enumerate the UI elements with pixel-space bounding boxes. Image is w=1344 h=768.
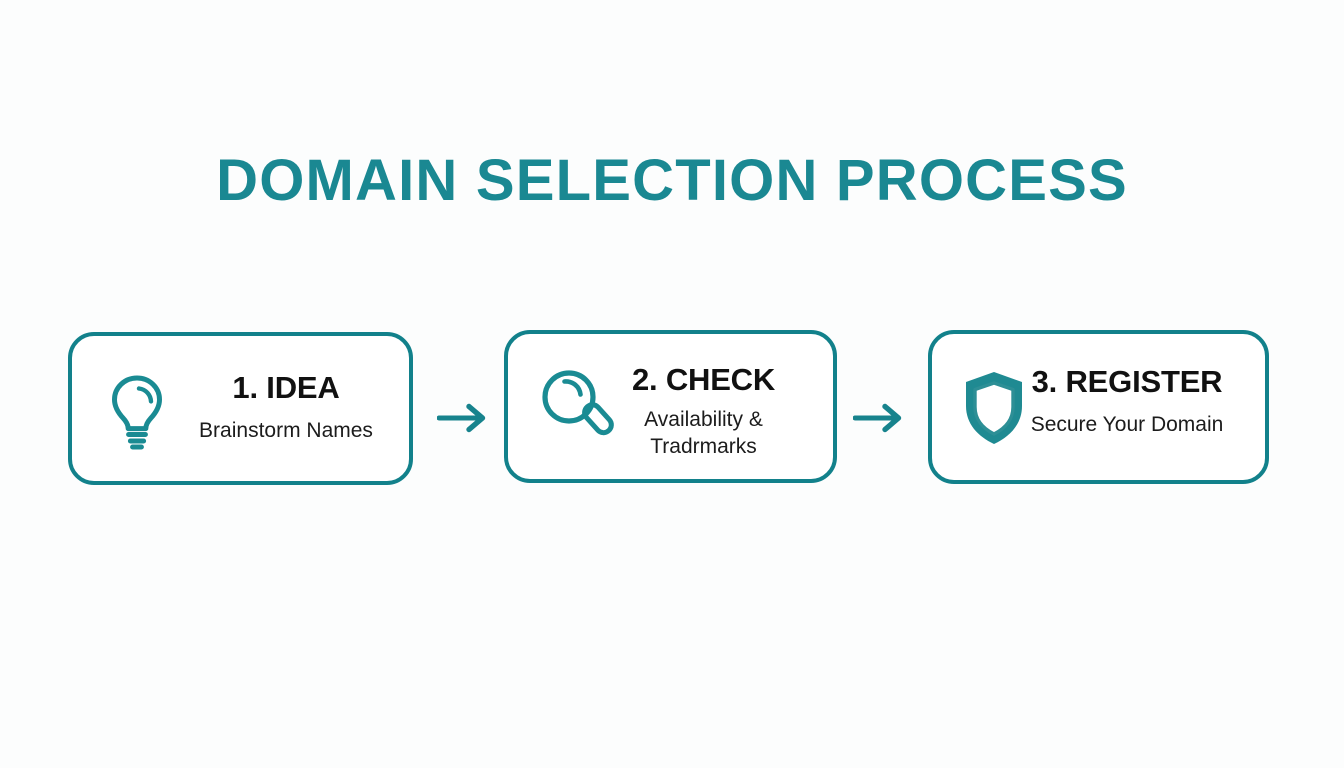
step-card-content: 2. CHECK Availability & Tradrmarks: [508, 334, 833, 479]
step-heading: 3. REGISTER: [1031, 364, 1223, 399]
step-text-block: 1. IDEA Brainstorm Names: [172, 372, 400, 444]
step-description-line-1: Availability &: [644, 408, 763, 431]
step-card-idea[interactable]: 1. IDEA Brainstorm Names: [68, 332, 413, 485]
step-description-line-2: Tradrmarks: [650, 435, 757, 459]
step-description: Secure Your Domain: [1030, 413, 1224, 436]
step-card-content: 3. REGISTER Secure Your Domain: [932, 334, 1265, 480]
magnifier-icon: [540, 368, 616, 453]
step-card-check[interactable]: 2. CHECK Availability & Tradrmarks: [504, 330, 837, 483]
process-flow: 1. IDEA Brainstorm Names: [0, 325, 1344, 495]
step-heading: 2. CHECK: [631, 362, 776, 397]
arrow-right-icon: [436, 403, 491, 438]
shield-icon: [960, 368, 1028, 453]
step-text-block: 2. CHECK Availability & Tradrmarks: [586, 364, 821, 461]
page-title: DOMAIN SELECTION PROCESS: [216, 148, 1128, 213]
step-heading: 1. IDEA: [232, 370, 340, 405]
step-card-register[interactable]: 3. REGISTER Secure Your Domain: [928, 330, 1269, 484]
arrow-right-icon: [852, 403, 907, 438]
step-text-block: 3. REGISTER Secure Your Domain: [998, 366, 1256, 438]
step-description: Availability & Tradrmarks: [586, 406, 821, 461]
step-description: Brainstorm Names: [199, 419, 373, 442]
lightbulb-icon: [106, 373, 168, 456]
step-card-content: 1. IDEA Brainstorm Names: [72, 336, 409, 481]
